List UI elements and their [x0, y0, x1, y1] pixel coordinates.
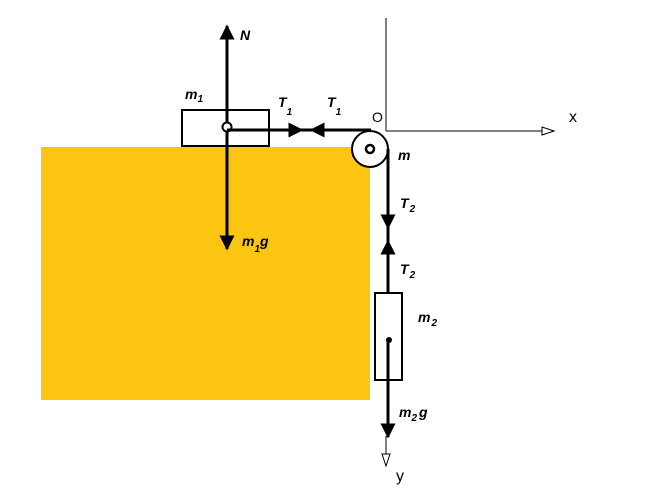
y-axis-label: y [396, 468, 404, 485]
pulley-mass-label: m [398, 147, 410, 163]
mass1-label: m1 [185, 86, 203, 105]
pulley-axle [364, 143, 376, 155]
tension2-label-block: T2 [400, 261, 416, 281]
table-surface [41, 147, 370, 400]
origin-label: O [372, 109, 383, 125]
weight1-label: m1g [242, 233, 269, 255]
normal-force-label: N [240, 27, 251, 43]
tension1-label-block: T1 [278, 94, 293, 118]
x-axis-label: x [569, 109, 577, 126]
tension2-label-pulley: T2 [400, 195, 416, 215]
block-m2-center [386, 337, 392, 343]
tension1-label-pulley: T1 [327, 94, 342, 118]
mass2-label: m2 [418, 309, 437, 329]
